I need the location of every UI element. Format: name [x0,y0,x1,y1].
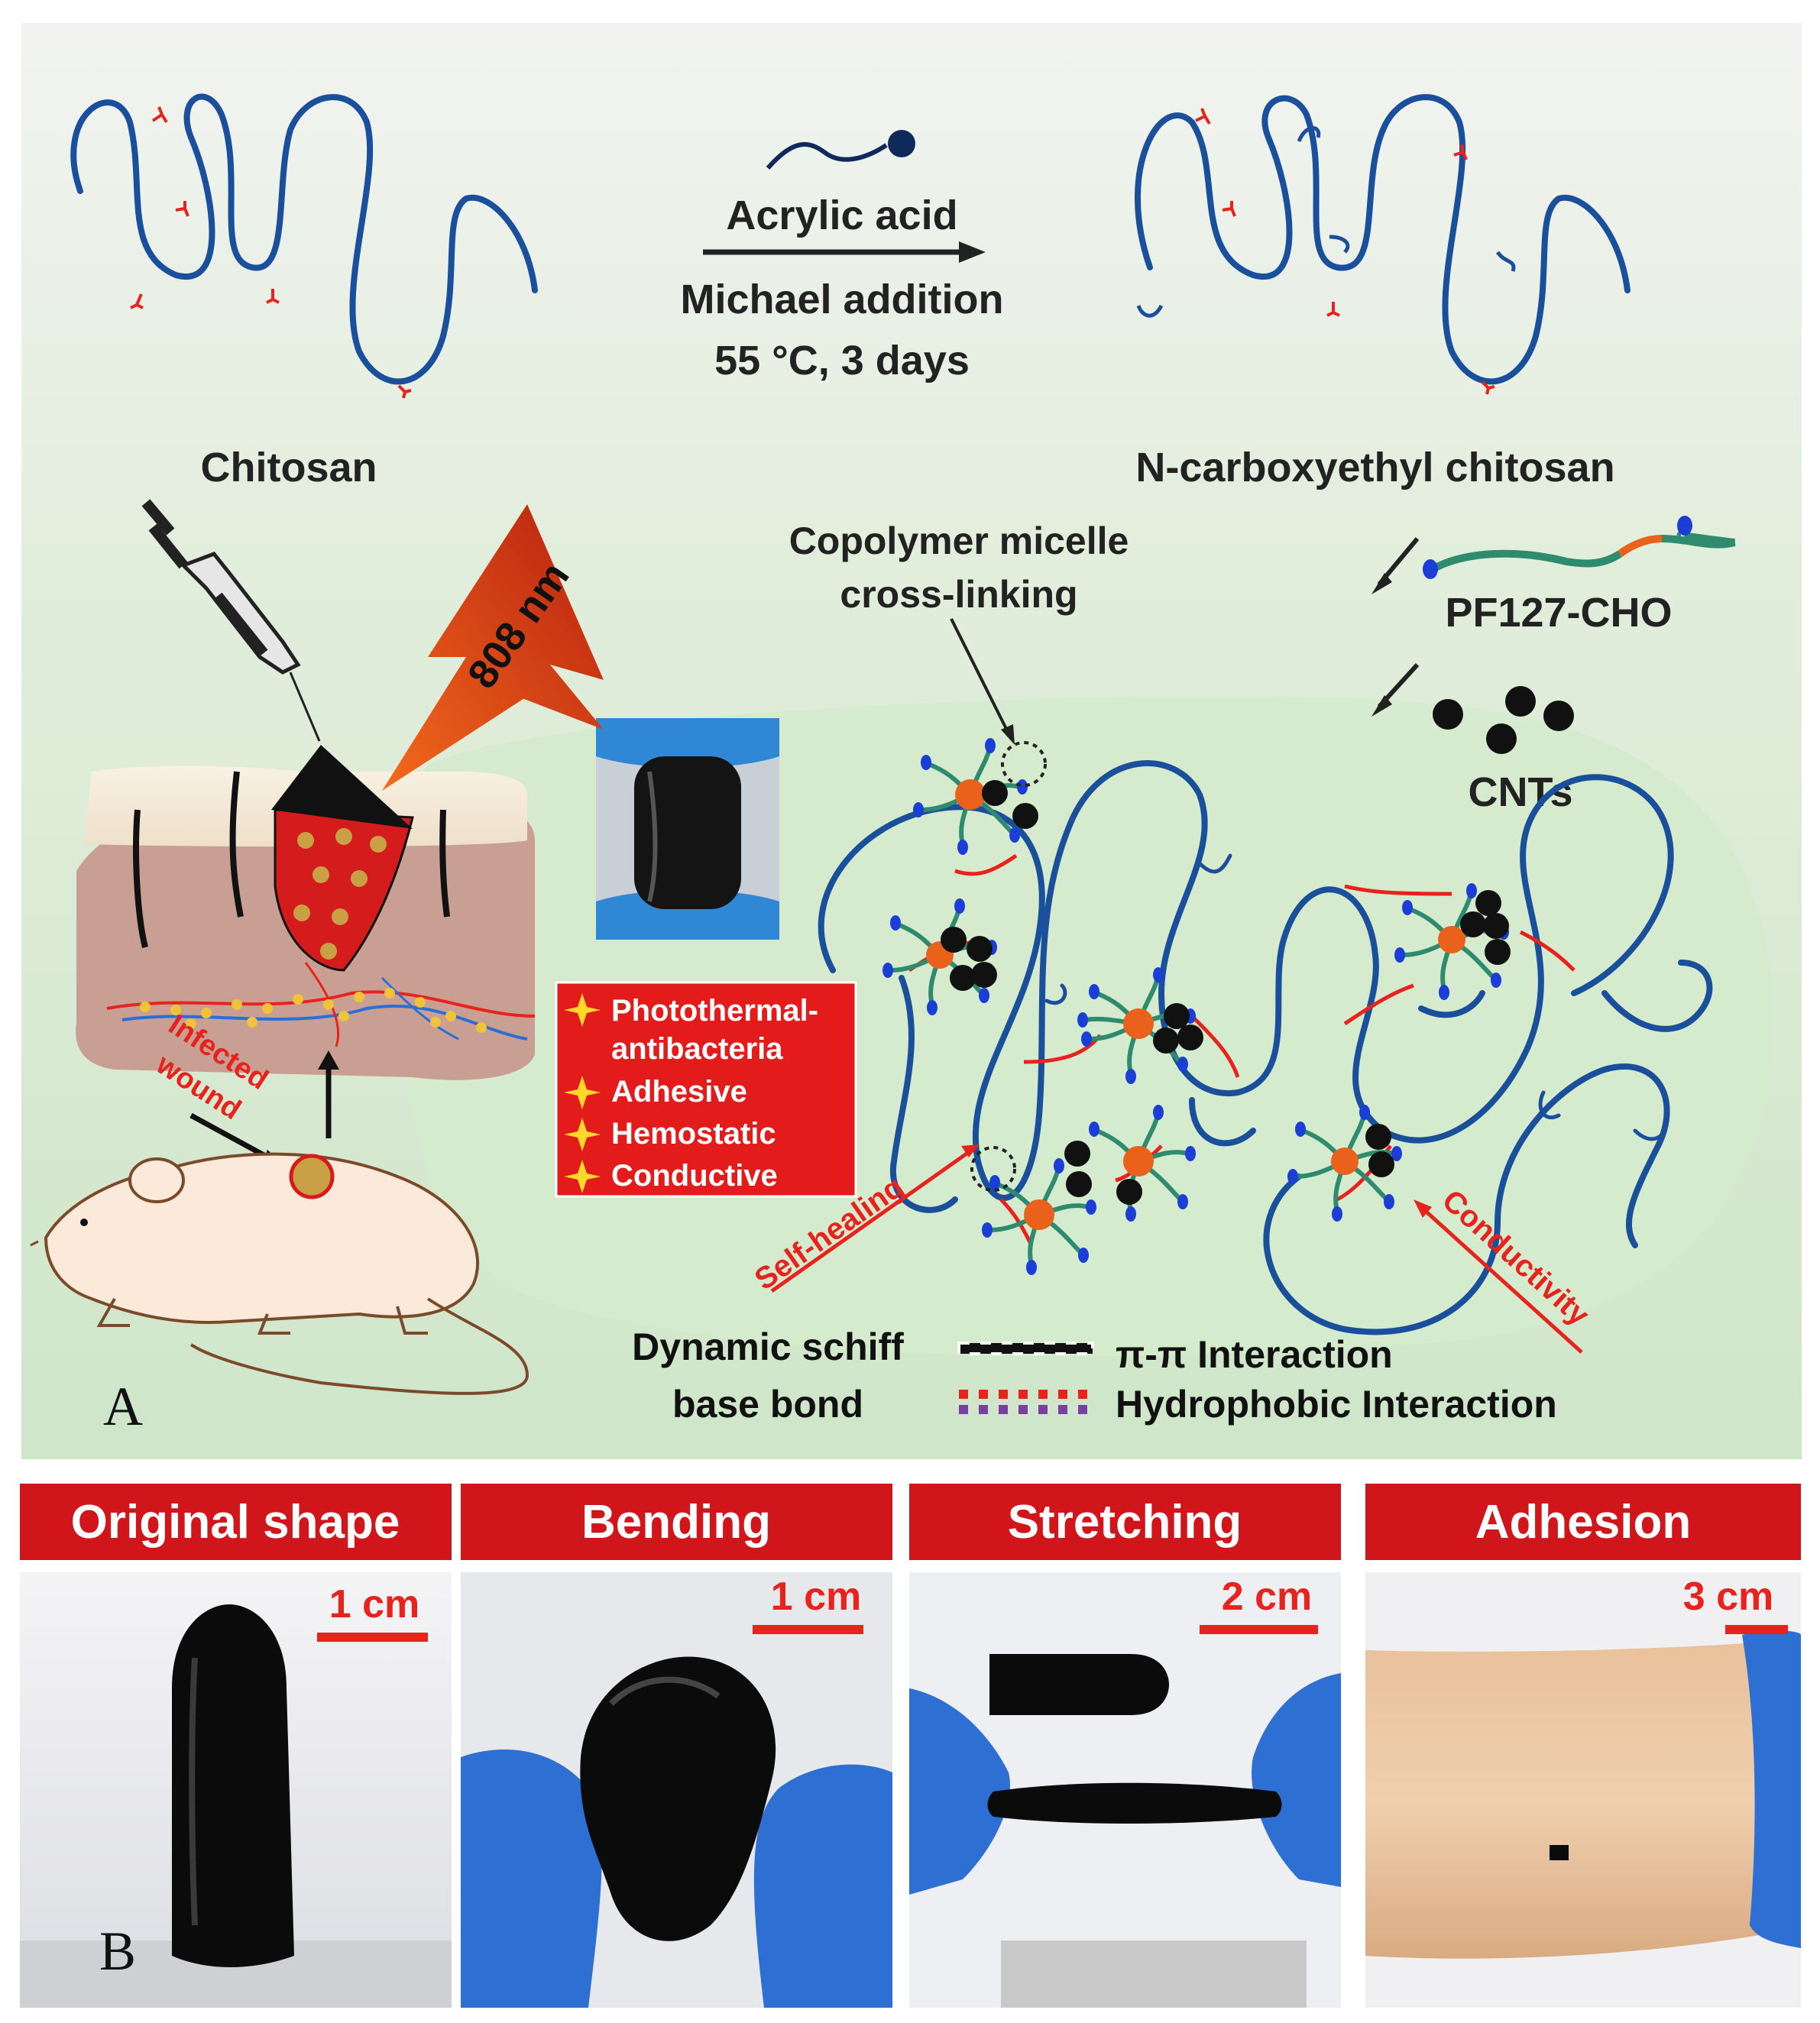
reaction-arrow-head [959,241,986,263]
cnt-beads [1433,686,1574,754]
micelle-7 [1287,1105,1402,1222]
arrow-micelle-head [1001,724,1015,745]
arrow-up-head [318,1050,339,1070]
properties-box: Photothermal- antibacteria Adhesive Hemo… [555,981,857,1198]
label-conditions: 55 °C, 3 days [714,338,970,384]
syringe-icon [141,499,321,742]
micelle-5 [1089,1105,1196,1222]
chitosan-chain [70,93,538,399]
header-bending: Bending [581,1496,771,1549]
header-stretching: Stretching [1008,1496,1242,1549]
pf127-cho-end-left [1423,559,1438,579]
micelle-6 [1394,883,1511,1000]
legend-hydro-swatch [959,1390,1093,1414]
arrow-micelle [950,618,1010,734]
arrow-cnts-head [1371,695,1392,717]
laser-bolt-icon [382,504,604,791]
panel-a-letter: A [103,1376,143,1437]
legend-schiff-line2: base bond [672,1383,863,1426]
arrow-self-healing-head [961,1144,980,1157]
micelle-4 [982,1141,1096,1275]
legend-pi: π-π Interaction [1116,1333,1393,1376]
label-chitosan: Chitosan [200,445,377,490]
label-acrylic-acid: Acrylic acid [726,193,957,238]
star-icon [564,993,601,1193]
self-healing-highlight [970,1146,1016,1192]
scale-label-2: 1 cm [771,1575,862,1619]
pf127-orange-segment [1618,535,1663,558]
micelle-3 [1077,967,1203,1084]
panel-b-letter: B [99,1921,136,1982]
photo-bending [461,1572,892,2008]
arrow-self-healing [770,1150,970,1293]
property-4: Conductive [611,1159,778,1193]
photo-stretching [909,1572,1341,2008]
mouse-illustration [30,1152,529,1395]
header-adhesion: Adhesion [1475,1496,1691,1549]
scale-label-3: 2 cm [1222,1575,1313,1619]
scale-label-1: 1 cm [329,1582,420,1626]
micelle-1 [913,738,1038,855]
label-pf127: PF127-CHO [1445,590,1672,636]
label-micelle-line2: cross-linking [840,573,1077,616]
property-3: Hemostatic [611,1117,776,1151]
header-original-shape: Original shape [71,1496,400,1549]
hydrogel-photo [596,718,779,940]
panel-b-headers [20,1484,1801,1560]
arrow-conductivity-head [1414,1199,1432,1218]
label-michael-addition: Michael addition [680,277,1003,322]
skin-section [76,745,536,1080]
pf127-green-segment [1430,549,1622,573]
crosslink-highlight [1001,741,1047,787]
property-1-line2: antibacteria [611,1032,783,1066]
pf127-cho-end-right [1677,516,1692,536]
photo-original-shape [20,1572,452,2008]
micelle-2 [882,898,997,1015]
acrylic-acid-head [888,130,915,157]
legend-hydro: Hydrophobic Interaction [1116,1383,1557,1426]
label-cnts: CNTs [1468,769,1572,815]
label-ncec: N-carboxyethyl chitosan [1135,445,1614,490]
label-micelle-line1: Copolymer micelle [789,520,1129,562]
property-2: Adhesive [611,1075,747,1109]
legend-pi-swatch [957,1342,1094,1355]
acrylic-acid-molecule [766,142,888,170]
legend-schiff-line1: Dynamic schiff [632,1325,904,1368]
scale-label-4: 3 cm [1683,1575,1774,1619]
photo-adhesion [1365,1572,1801,2008]
arrow-pf127-head [1371,573,1392,594]
pf127-green-segment-2 [1661,531,1736,549]
property-1-line1: Photothermal- [611,994,818,1028]
arrow-conductivity [1420,1206,1583,1354]
mouse-wound [289,1154,335,1199]
ncec-chain [1135,94,1631,395]
